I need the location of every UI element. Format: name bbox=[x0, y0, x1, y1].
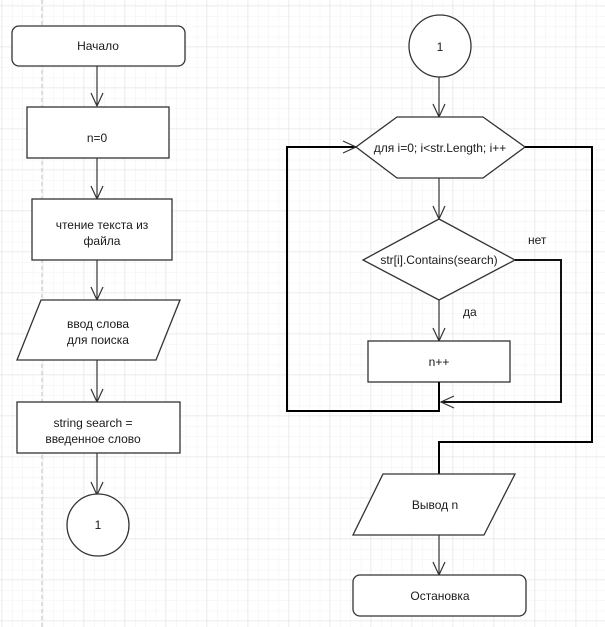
arrowhead-icon bbox=[90, 92, 104, 108]
assign-search-label-line2: введенное слово bbox=[45, 432, 141, 446]
increment-label: n++ bbox=[429, 355, 450, 369]
increment-process[interactable] bbox=[367, 340, 511, 383]
connector-in-label: 1 bbox=[437, 40, 444, 54]
arrowhead-icon bbox=[439, 395, 455, 409]
read-file-label-line2: файла bbox=[84, 234, 121, 248]
input-word-label-line1: ввод слова bbox=[67, 317, 129, 331]
branch-no-label: нет bbox=[528, 233, 547, 247]
start-label: Начало bbox=[77, 39, 119, 53]
connector-out-label: 1 bbox=[95, 518, 102, 532]
connector-out-circle[interactable] bbox=[66, 493, 130, 557]
right-column: 1 для i=0; i<str.Length; i++ str[i].Cont… bbox=[286, 14, 593, 617]
assign-search-label-line1: string search = bbox=[53, 416, 132, 430]
read-file-label-line1: чтение текста из bbox=[56, 218, 149, 232]
loop-back-connector bbox=[286, 146, 440, 412]
left-column: Начало n=0 чтение текста из файла ввод с… bbox=[11, 25, 186, 557]
arrowhead-icon bbox=[342, 140, 358, 154]
output-label: Вывод n bbox=[412, 498, 458, 512]
start-terminator[interactable] bbox=[11, 25, 186, 67]
init-process[interactable] bbox=[26, 106, 170, 159]
init-label: n=0 bbox=[87, 131, 108, 145]
branch-yes-label: да bbox=[463, 305, 477, 319]
no-branch-connector bbox=[441, 259, 562, 403]
stop-label: Остановка bbox=[410, 589, 470, 603]
connector-in-circle[interactable] bbox=[408, 14, 472, 78]
input-word-parallelogram[interactable] bbox=[16, 299, 181, 361]
output-parallelogram[interactable] bbox=[351, 473, 517, 536]
stop-terminator[interactable] bbox=[352, 574, 527, 617]
loop-exit-connector bbox=[438, 146, 593, 474]
assign-search-process[interactable] bbox=[16, 401, 181, 454]
input-word-label-line2: для поиска bbox=[67, 333, 129, 347]
read-file-process[interactable] bbox=[31, 198, 173, 261]
loop-label: для i=0; i<str.Length; i++ bbox=[374, 141, 507, 155]
decision-label: str[i].Contains(search) bbox=[380, 253, 497, 267]
